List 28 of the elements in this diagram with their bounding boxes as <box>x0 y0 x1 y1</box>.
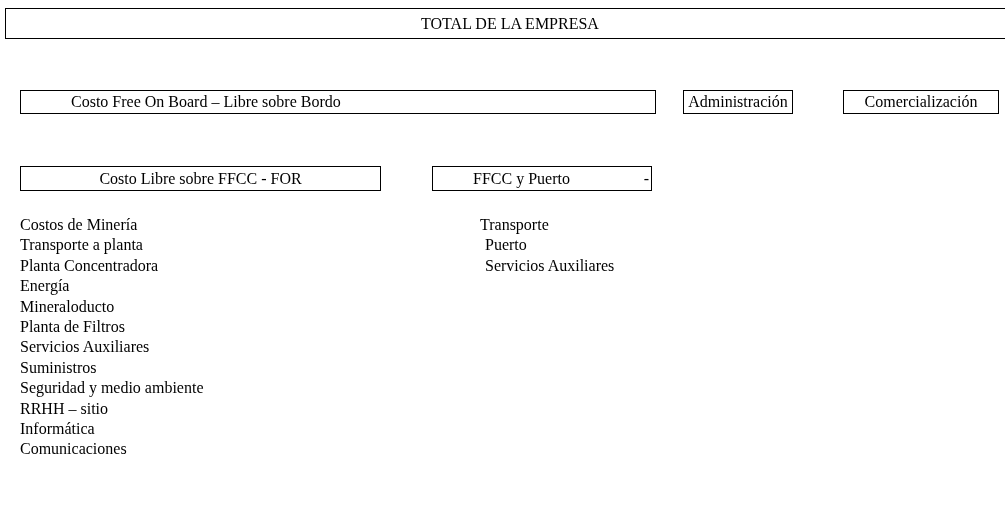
cost-box <box>20 90 656 114</box>
box-label: Costo Libre sobre FFCC - FOR <box>99 169 302 188</box>
item-label: Comunicaciones <box>20 440 127 459</box>
item-label: Seguridad y medio ambiente <box>20 379 204 398</box>
item-label: RRHH – sitio <box>20 399 108 418</box>
box-label: Administración <box>688 93 788 111</box>
box-label: Comercialización <box>864 93 978 111</box>
item-label: Planta de Filtros <box>20 318 125 336</box>
item-label: Transporte a planta <box>20 236 143 255</box>
box-label: TOTAL DE LA EMPRESA <box>421 14 599 33</box>
box-label: FFCC y Puerto <box>473 169 570 188</box>
item-label: Energía <box>20 277 70 296</box>
item-label: Costos de Minería <box>20 216 138 234</box>
item-label: Servicios Auxiliares <box>20 338 150 357</box>
dash-mark: - <box>643 169 650 188</box>
item-label: Servicios Auxiliares <box>485 256 615 275</box>
item-label: Planta Concentradora <box>20 256 159 275</box>
item-label: Mineraloducto <box>20 297 115 316</box>
department-box <box>683 90 793 114</box>
item-label: Informática <box>20 420 95 438</box>
cost-box <box>20 166 381 191</box>
item-label: Transporte <box>480 216 549 234</box>
department-box <box>843 90 999 114</box>
cost-box <box>432 166 652 191</box>
item-label: Suministros <box>20 358 97 377</box>
company-box <box>5 8 1005 39</box>
item-label: Puerto <box>485 236 527 255</box>
box-label: Costo Free On Board – Libre sobre Bordo <box>71 93 341 111</box>
